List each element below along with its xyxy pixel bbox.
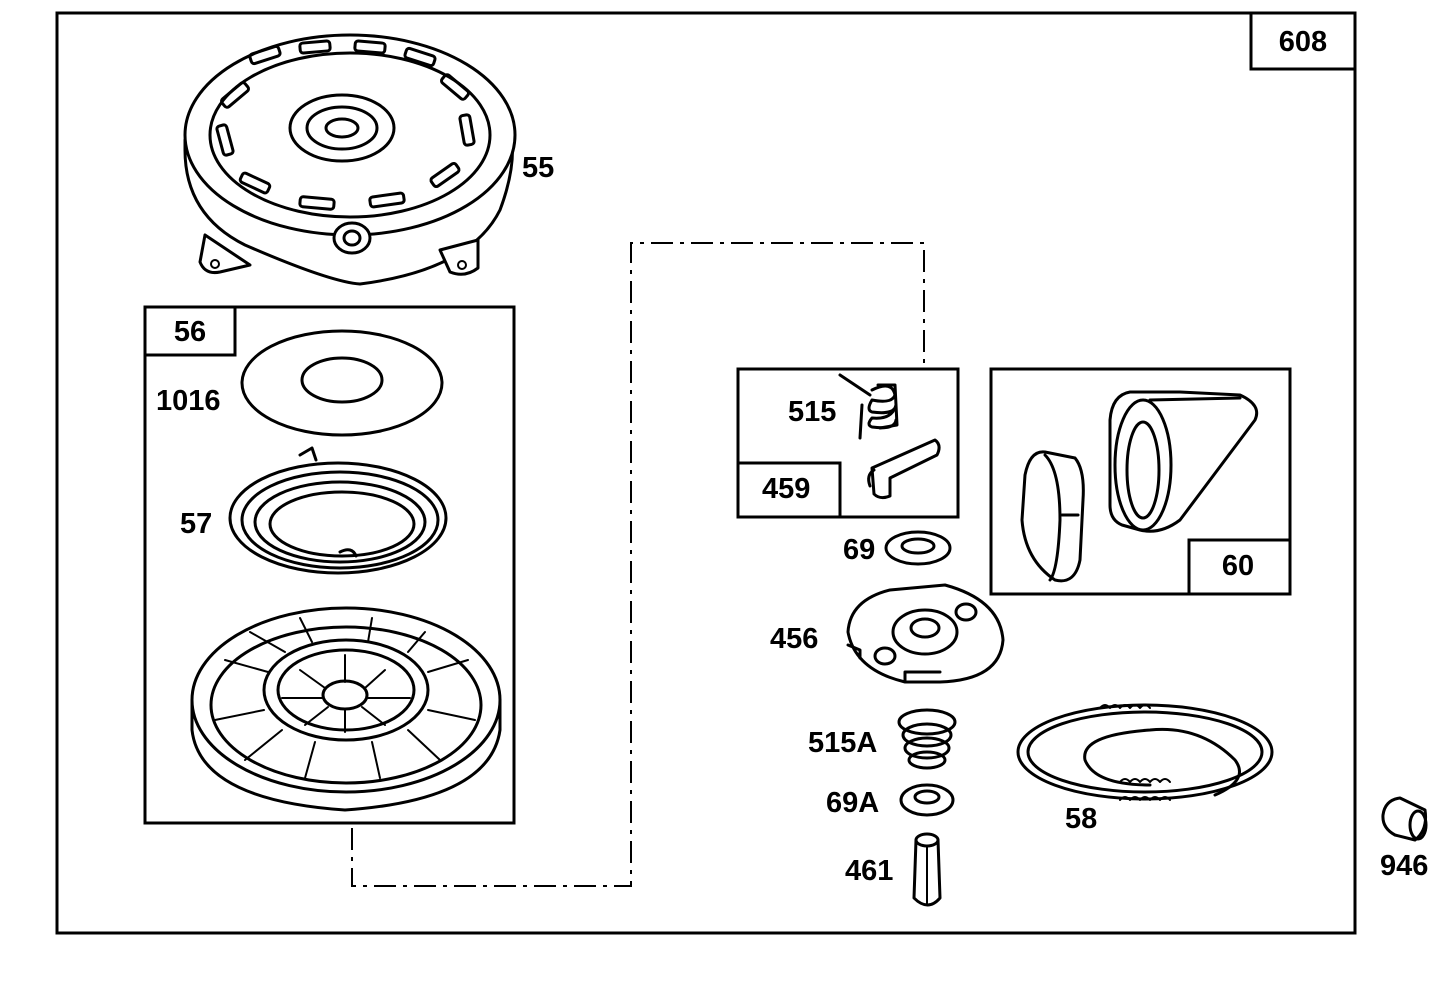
part-label-69: 69 bbox=[843, 534, 875, 566]
washer-69-drawing bbox=[884, 530, 952, 566]
group-515-box bbox=[736, 367, 960, 519]
starter-housing-drawing bbox=[183, 33, 517, 286]
pawl-459-drawing bbox=[867, 438, 941, 500]
part-label-515A: 515A bbox=[808, 727, 877, 759]
group-60-label-box bbox=[1187, 538, 1292, 596]
assembly-number: 608 bbox=[1279, 26, 1327, 58]
diagram-frame bbox=[55, 11, 1357, 935]
spring-515A-drawing bbox=[897, 708, 957, 770]
part-label-55: 55 bbox=[522, 152, 554, 184]
spring-515-drawing bbox=[838, 373, 899, 440]
part-label-461: 461 bbox=[845, 855, 893, 887]
group-56-label-box bbox=[143, 305, 237, 357]
washer-1016-drawing bbox=[240, 329, 444, 437]
group-56-box bbox=[143, 305, 516, 825]
clip-946-drawing bbox=[1381, 796, 1428, 842]
part-label-57: 57 bbox=[180, 508, 212, 540]
connection-line bbox=[351, 242, 925, 887]
part-label-946: 946 bbox=[1380, 850, 1428, 882]
part-label-1016: 1016 bbox=[156, 385, 221, 417]
part-label-60: 60 bbox=[1222, 550, 1254, 582]
assembly-number-box bbox=[1249, 11, 1357, 71]
part-label-58: 58 bbox=[1065, 803, 1097, 835]
rewind-spring-57-drawing bbox=[228, 446, 448, 575]
group-459-label-box bbox=[738, 461, 842, 517]
washer-69A-drawing bbox=[899, 783, 955, 817]
handle-60-drawing bbox=[1020, 390, 1259, 583]
pin-461-drawing bbox=[912, 832, 942, 907]
retainer-456-drawing bbox=[846, 583, 1005, 684]
part-label-456: 456 bbox=[770, 623, 818, 655]
group-60-box bbox=[989, 367, 1292, 596]
starter-rope-58-drawing bbox=[1016, 703, 1274, 801]
part-label-56: 56 bbox=[174, 316, 206, 348]
pulley-drawing bbox=[190, 606, 502, 812]
part-label-69A: 69A bbox=[826, 787, 879, 819]
part-label-459: 459 bbox=[762, 473, 810, 505]
part-label-515: 515 bbox=[788, 396, 836, 428]
